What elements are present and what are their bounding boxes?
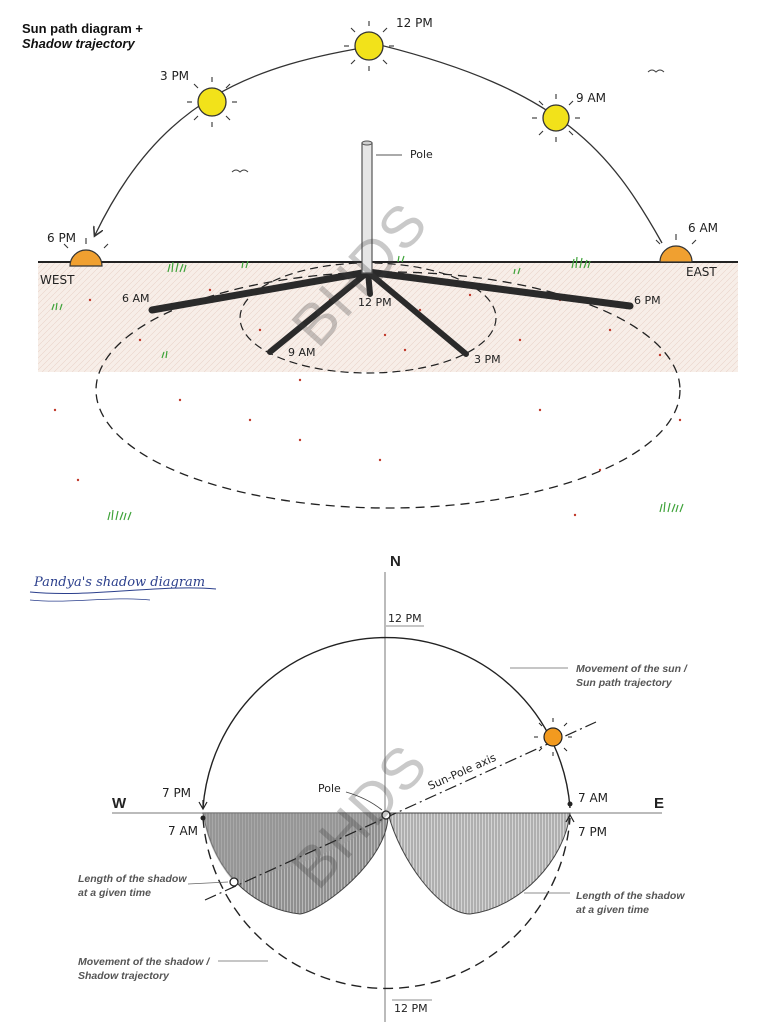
- pole-label: Pole: [410, 148, 433, 161]
- sun-9am: 9 AM: [532, 91, 606, 142]
- shadow-trajectory-annotation-line1: Movement of the shadow /: [78, 956, 210, 968]
- sun-label-12pm: 12 PM: [396, 16, 433, 30]
- noon-top-label: 12 PM: [388, 612, 422, 625]
- shadow-length-right-line1: Length of the shadow: [576, 890, 685, 902]
- compass-north: N: [390, 553, 401, 570]
- sun-path-trajectory: [202, 636, 571, 809]
- title-line1: Sun path diagram +: [22, 21, 143, 36]
- sun-pole-axis: [204, 721, 597, 901]
- grass: [51, 255, 684, 521]
- shadow-area-west-darker: [203, 813, 388, 881]
- arrow-down-icon: [198, 800, 208, 811]
- sun-marker: [534, 718, 572, 756]
- title: Sun path diagram + Shadow trajectory: [22, 21, 143, 51]
- shadow-length-left-line1: Length of the shadow: [78, 873, 187, 885]
- heading-underline: [29, 598, 151, 602]
- east-upper-time: 7 AM: [578, 791, 608, 805]
- shadow-9am: [267, 269, 371, 355]
- shadow-length-left-leader: [187, 881, 229, 885]
- sun-path-annotation-line1: Movement of the sun /: [576, 663, 688, 675]
- rising-sun-icon: [659, 245, 693, 263]
- pole-shadows: [148, 268, 634, 357]
- bird-icon: [647, 69, 665, 73]
- shadow-12pm: [365, 269, 373, 297]
- sun-3pm: 3 PM: [160, 69, 237, 127]
- compass-east: E: [654, 795, 664, 812]
- west-upper-time: 7 PM: [162, 786, 191, 800]
- sun-12pm: 12 PM: [344, 16, 433, 71]
- pole-leader-line: [345, 791, 383, 811]
- pole-label-bottom: Pole: [318, 782, 341, 795]
- shadow-label-6pm: 6 PM: [634, 294, 661, 307]
- sun-icon: [542, 104, 570, 132]
- shadow-length-right-line2: at a given time: [576, 904, 649, 916]
- ground: [38, 261, 738, 517]
- setting-sun-icon: [69, 249, 103, 267]
- east-lower-time: 7 PM: [578, 825, 607, 839]
- sun-label-9am: 9 AM: [576, 91, 606, 105]
- sun-label-6am: 6 AM: [688, 221, 718, 235]
- east-endpoint-dot: [567, 801, 573, 807]
- shadow-area-east: [387, 812, 571, 915]
- sun-label-6pm: 6 PM: [47, 231, 76, 245]
- sun-icon: [543, 727, 563, 747]
- sun-label-3pm: 3 PM: [160, 69, 189, 83]
- heading-underline: [29, 587, 217, 594]
- shadow-diagram-heading: Pandya's shadow diagram: [33, 575, 205, 590]
- compass-west: W: [112, 795, 127, 812]
- shadow-label-12pm: 12 PM: [358, 296, 392, 309]
- west-endpoint-dot: [200, 815, 206, 821]
- shadow-length-left-line2: at a given time: [78, 887, 151, 899]
- shadow-6am: [148, 268, 372, 314]
- arrow-up-icon: [565, 813, 575, 823]
- west-label: WEST: [40, 273, 75, 287]
- shadow-label-3pm: 3 PM: [474, 353, 501, 366]
- pole-top: [361, 140, 373, 146]
- shadow-label-9am: 9 AM: [288, 346, 316, 359]
- pole-marker: [381, 810, 391, 820]
- sun-6pm: 6 PM: [47, 231, 109, 267]
- shadow-trajectory: [202, 817, 571, 990]
- shadow-label-6am: 6 AM: [122, 292, 150, 305]
- sun-icon: [354, 31, 384, 61]
- west-lower-time: 7 AM: [168, 824, 198, 838]
- sun-path-annotation-line2: Sun path trajectory: [576, 677, 673, 689]
- east-label: EAST: [686, 265, 717, 279]
- noon-bottom-label: 12 PM: [394, 1002, 428, 1015]
- shadow-3pm: [365, 269, 469, 357]
- sun-icon: [197, 87, 227, 117]
- ground-texture: [38, 262, 738, 372]
- shadow-trajectory-annotation-line2: Shadow trajectory: [78, 970, 170, 982]
- sun-6am: 6 AM: [655, 221, 718, 263]
- title-line2: Shadow trajectory: [22, 36, 135, 51]
- pole: Pole: [361, 140, 433, 274]
- shadow-6pm: [364, 268, 634, 310]
- shadow-tip-marker: [229, 877, 239, 887]
- bird-icon: [231, 169, 249, 173]
